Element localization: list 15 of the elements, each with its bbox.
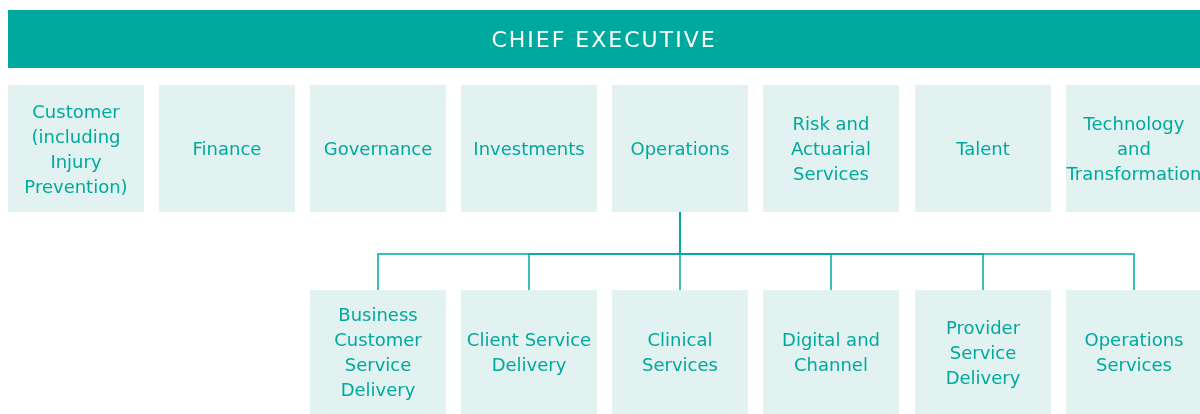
department-box: Risk and Actuarial Services [763,85,899,212]
department-box: Clinical Services [612,290,748,414]
department-box: Technology and Transformation [1066,85,1200,212]
department-box: Business Customer Service Delivery [310,290,446,414]
department-box: Talent [915,85,1051,212]
department-box: Investments [461,85,597,212]
department-box: Customer (including Injury Prevention) [8,85,144,212]
department-box: Finance [159,85,295,212]
department-box: Governance [310,85,446,212]
department-box: Provider Service Delivery [915,290,1051,414]
department-box: Client Service Delivery [461,290,597,414]
department-box: Operations Services [1066,290,1200,414]
header-band: CHIEF EXECUTIVE [8,10,1200,68]
department-box: Digital and Channel [763,290,899,414]
department-box: Operations [612,85,748,212]
